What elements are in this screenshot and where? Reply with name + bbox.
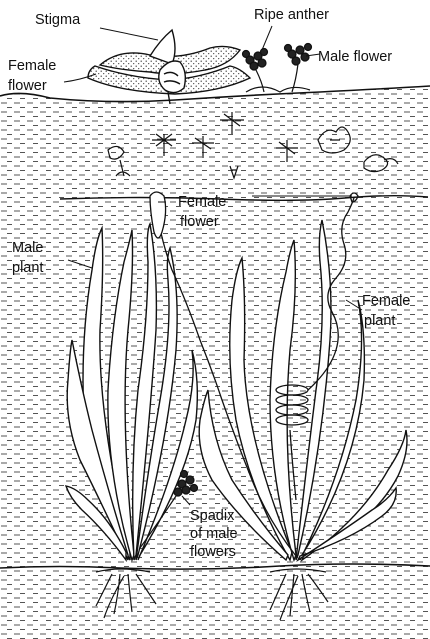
label-spadix-line1: Spadix bbox=[190, 508, 235, 524]
label-spadix-line2: of male bbox=[190, 526, 238, 542]
label-male-plant-line2: plant bbox=[12, 260, 43, 276]
male-flowers-illustration bbox=[243, 44, 312, 93]
label-stigma: Stigma bbox=[35, 12, 81, 28]
label-female-flower-top-line1: Female bbox=[8, 58, 56, 74]
female-flower-illustration bbox=[88, 30, 250, 104]
label-female-flower-mid-line2: flower bbox=[180, 214, 219, 230]
label-ripe-anther: Ripe anther bbox=[254, 7, 329, 23]
label-male-flower: Male flower bbox=[318, 49, 392, 65]
label-male-plant-line1: Male bbox=[12, 240, 43, 256]
label-female-flower-mid-line1: Female bbox=[178, 194, 226, 210]
label-female-plant-line2: plant bbox=[364, 313, 395, 329]
label-female-plant-line1: Female bbox=[362, 293, 410, 309]
label-spadix-line3: flowers bbox=[190, 544, 236, 560]
label-female-flower-top-line2: flower bbox=[8, 78, 47, 94]
